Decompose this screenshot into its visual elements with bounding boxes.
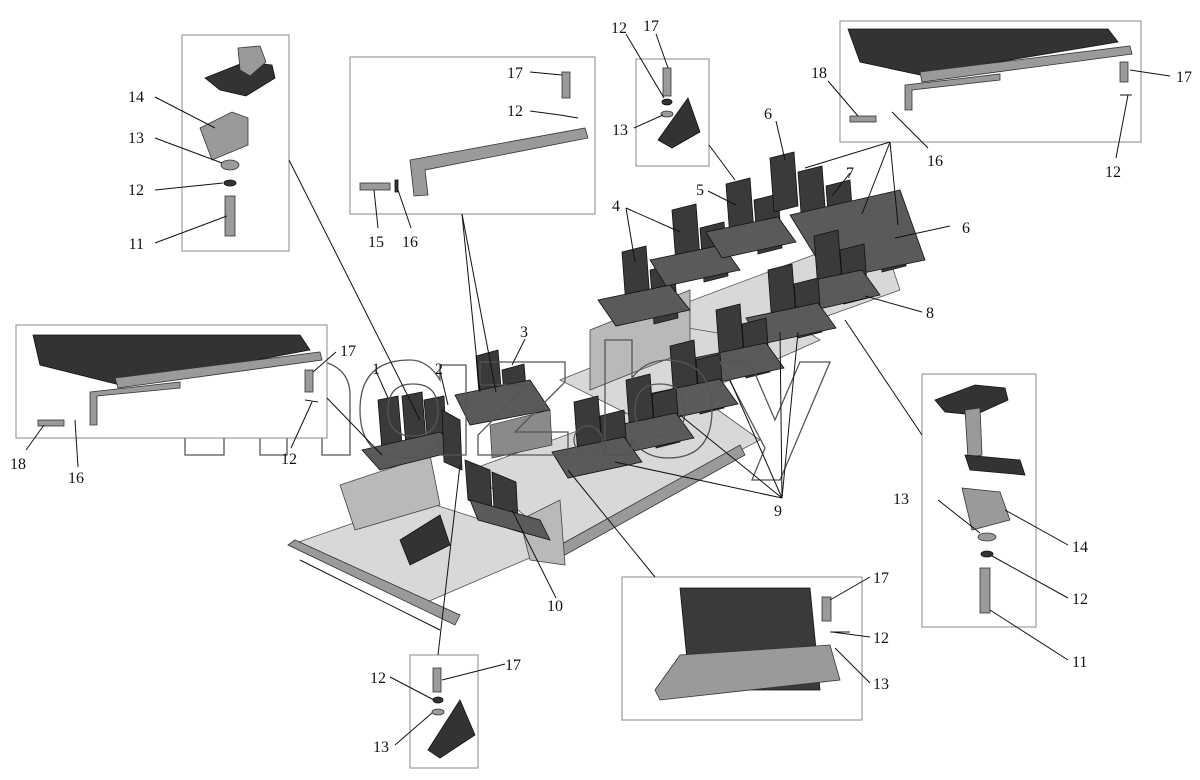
label-6-top: 6 [764,106,772,123]
label-bc-12: 12 [873,630,889,647]
seat-foot-top [657,97,701,149]
bracket-14 [199,111,249,161]
label-mr-13: 13 [893,491,909,508]
seat-frame-top-right [847,28,1119,76]
label-tr-16: 16 [927,153,943,170]
detail-box-top-right [839,20,1142,143]
label-5: 5 [696,182,704,199]
label-ml-16: 16 [68,470,84,487]
detail-box-middle-right [921,373,1037,628]
bus-floor-assembly [287,151,926,631]
seat-foot-bottom [427,699,476,759]
label-tc-12: 12 [507,103,523,120]
label-bl-17: 17 [505,657,521,674]
label-tm-12: 12 [611,20,627,37]
bracket-14-right [961,487,1011,531]
label-tl-14: 14 [128,89,144,106]
side-rail-front [287,539,461,626]
label-mr-12: 12 [1072,591,1088,608]
detail-box-top-center [349,56,596,215]
watermark [184,339,831,481]
seat-group-3 [454,349,553,459]
label-8: 8 [926,305,934,322]
label-bl-13: 13 [373,739,389,756]
bolt-15 [359,182,391,191]
label-3: 3 [520,324,528,341]
label-tr-12: 12 [1105,164,1121,181]
label-mr-14: 14 [1072,539,1088,556]
label-tl-11: 11 [129,236,144,253]
label-tl-12: 12 [128,182,144,199]
label-tr-18: 18 [811,65,827,82]
label-tm-13: 13 [612,122,628,139]
label-6-right: 6 [962,220,970,237]
detail-box-top-middle [635,58,710,167]
label-tc-16: 16 [402,234,418,251]
label-1: 1 [372,361,380,378]
washer-12 [223,179,237,187]
label-9: 9 [774,503,782,520]
label-tl-13: 13 [128,130,144,147]
detail-box-bottom-left [409,654,479,769]
leader-lines [25,33,1171,746]
label-7: 7 [846,165,854,182]
label-2: 2 [435,361,443,378]
detail-box-middle-left [15,324,328,439]
label-bl-12: 12 [370,670,386,687]
label-tm-17: 17 [643,18,659,35]
label-bc-13: 13 [873,676,889,693]
label-ml-17: 17 [340,343,356,360]
detail-box-bottom-center [621,576,863,721]
label-4: 4 [612,198,620,215]
label-10: 10 [547,598,563,615]
label-ml-18: 18 [10,456,26,473]
bracket-top-right [934,384,1009,416]
steering-assembly [399,514,451,566]
detail-box-top-left [181,34,290,252]
bolt-11 [224,195,236,237]
part-number-labels: 14 13 12 11 17 12 15 16 12 17 13 18 17 1… [10,18,1192,756]
rail-profile [409,127,589,197]
label-tc-15: 15 [368,234,384,251]
washer-13 [220,159,240,171]
seat-group-1 [361,391,461,471]
bolt-17-tc [561,71,571,99]
label-bc-17: 17 [873,570,889,587]
label-mr-11: 11 [1072,654,1087,671]
label-ml-12: 12 [281,451,297,468]
label-tc-17: 17 [507,65,523,82]
label-tr-17: 17 [1176,69,1192,86]
